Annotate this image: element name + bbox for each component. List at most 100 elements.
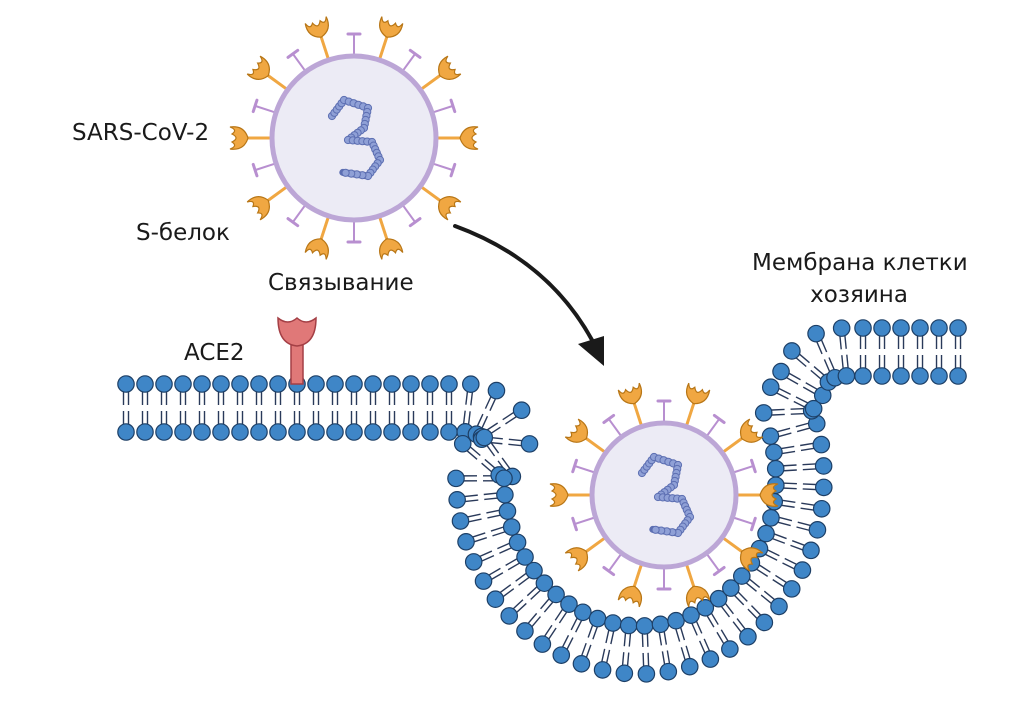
lipid-head bbox=[762, 428, 778, 444]
lipid-head bbox=[384, 376, 400, 392]
lipid-head bbox=[251, 376, 267, 392]
lipid-head bbox=[308, 424, 324, 440]
arrow-head bbox=[578, 336, 604, 366]
lipid-head bbox=[763, 510, 779, 526]
lipid-head bbox=[463, 376, 479, 392]
lipid-head bbox=[270, 424, 286, 440]
spike-protein bbox=[305, 235, 332, 259]
membrane-protein-stem bbox=[732, 517, 753, 524]
spike-protein-label: S-белок bbox=[136, 220, 230, 248]
membrane-protein-cap bbox=[410, 219, 420, 226]
lipid-head bbox=[213, 424, 229, 440]
lipid-head bbox=[403, 376, 419, 392]
lipid-head bbox=[137, 376, 153, 392]
lipid-head bbox=[855, 368, 871, 384]
spike-crown bbox=[433, 191, 461, 220]
lipid-head bbox=[756, 405, 772, 421]
lipid-head bbox=[950, 320, 966, 336]
membrane-protein-cap bbox=[410, 50, 420, 57]
spike-protein bbox=[460, 127, 478, 150]
lipid-head bbox=[137, 424, 153, 440]
membrane-protein-cap bbox=[253, 100, 257, 111]
lipid-head bbox=[534, 636, 550, 652]
lipid-head bbox=[950, 368, 966, 384]
membrane-protein-cap bbox=[604, 415, 614, 422]
lipid-head bbox=[476, 429, 492, 445]
spike-protein bbox=[376, 235, 403, 259]
lipid-head bbox=[740, 629, 756, 645]
lipid-head bbox=[403, 424, 419, 440]
free-virus-particle bbox=[230, 17, 478, 260]
spike-crown bbox=[433, 56, 461, 85]
lipid-head bbox=[636, 618, 652, 634]
lipid-head bbox=[156, 424, 172, 440]
lipid-head bbox=[497, 487, 513, 503]
spike-protein bbox=[247, 56, 275, 85]
spike-crown bbox=[460, 127, 478, 150]
lipid-head bbox=[784, 343, 800, 359]
lipid-head bbox=[504, 519, 520, 535]
membrane-protein-cap bbox=[573, 460, 577, 471]
membrane-protein-stem bbox=[609, 553, 622, 571]
spike-stem bbox=[722, 537, 743, 552]
rna-bead bbox=[652, 526, 659, 533]
spike-stem bbox=[321, 35, 329, 60]
membrane-protein-cap bbox=[714, 568, 724, 575]
membrane-protein-cap bbox=[604, 568, 614, 575]
lipid-head bbox=[449, 492, 465, 508]
lipid-head bbox=[175, 376, 191, 392]
spike-crown bbox=[735, 419, 763, 448]
lipid-head bbox=[384, 424, 400, 440]
lipid-head bbox=[553, 647, 569, 663]
membrane-protein-stem bbox=[706, 553, 719, 571]
lipid-head bbox=[616, 665, 632, 681]
lipid-head bbox=[784, 581, 800, 597]
lipid-head bbox=[509, 534, 525, 550]
ace2-head bbox=[278, 318, 316, 346]
lipid-head bbox=[501, 608, 517, 624]
lipid-head bbox=[575, 604, 591, 620]
spike-protein bbox=[735, 419, 763, 448]
lipid-head bbox=[874, 320, 890, 336]
membrane-protein-stem bbox=[432, 106, 453, 113]
membrane-protein-cap bbox=[714, 415, 724, 422]
lipid-head bbox=[422, 424, 438, 440]
lipid-head bbox=[594, 662, 610, 678]
lipid-head bbox=[365, 376, 381, 392]
membrane-protein-stem bbox=[432, 163, 453, 170]
lipid-head bbox=[365, 424, 381, 440]
spike-crown bbox=[565, 542, 593, 571]
lipid-head bbox=[232, 376, 248, 392]
membrane-protein-cap bbox=[451, 100, 455, 111]
spike-stem bbox=[379, 216, 387, 241]
lipid-head bbox=[422, 376, 438, 392]
lipid-head bbox=[589, 610, 605, 626]
lipid-head bbox=[893, 368, 909, 384]
lipid-head bbox=[874, 368, 890, 384]
spike-protein bbox=[376, 17, 403, 41]
membrane-protein-stem bbox=[402, 54, 415, 72]
spike-protein bbox=[565, 542, 593, 571]
spike-protein bbox=[433, 191, 461, 220]
lipid-head bbox=[458, 534, 474, 550]
lipid-head bbox=[466, 554, 482, 570]
spike-crown bbox=[550, 484, 568, 507]
membrane-protein-cap bbox=[451, 164, 455, 175]
lipid-head bbox=[441, 424, 457, 440]
membrane-protein-cap bbox=[752, 518, 756, 529]
spike-crown bbox=[247, 191, 275, 220]
host-membrane-label-line2: хозяина bbox=[752, 282, 966, 310]
membrane-protein-cap bbox=[253, 164, 257, 175]
membrane-protein-stem bbox=[293, 204, 306, 222]
spike-protein bbox=[683, 383, 710, 407]
lipid-head bbox=[756, 614, 772, 630]
spike-stem bbox=[585, 437, 606, 452]
lipid-head bbox=[232, 424, 248, 440]
membrane-protein-stem bbox=[402, 204, 415, 222]
spike-stem bbox=[686, 402, 694, 427]
lipid-head bbox=[809, 522, 825, 538]
spike-crown bbox=[247, 56, 275, 85]
lipid-head bbox=[194, 424, 210, 440]
